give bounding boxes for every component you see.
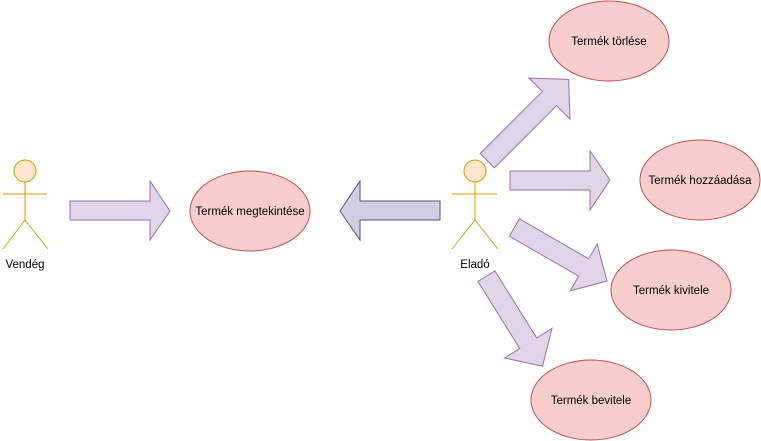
stick-figure-icon [451, 159, 499, 250]
usecase-label: Termék hozzáadása [649, 175, 753, 187]
usecase-label: Termék bevitele [551, 395, 632, 407]
usecase-ellipse [548, 0, 670, 82]
block-arrow [69, 179, 171, 242]
usecase-torlese[interactable]: Termék törlése [548, 0, 670, 82]
arrow-elado-to-bevitele [477, 270, 553, 367]
block-arrow [508, 218, 608, 292]
usecase-label: Termék törlése [571, 36, 646, 48]
usecase-kivitele[interactable]: Termék kivitele [610, 249, 732, 331]
actor-label: Eladó [460, 259, 489, 271]
block-arrow [339, 179, 441, 242]
block-arrow [479, 77, 571, 169]
usecase-megtekintese[interactable]: Termék megtekintése [189, 170, 311, 252]
stick-figure-icon [2, 159, 49, 250]
arrow-elado-to-megtekintese [339, 179, 441, 242]
actor-vendeg[interactable]: Vendég [2, 159, 49, 271]
arrow-elado-to-kivitele [508, 218, 608, 292]
usecase-ellipse [530, 359, 652, 441]
arrow-vendeg-to-megtekintese [69, 179, 171, 242]
actor-elado[interactable]: Eladó [451, 159, 499, 271]
usecase-label: Termék kivitele [633, 285, 709, 297]
usecase-hozzaadasa[interactable]: Termék hozzáadása [639, 139, 761, 221]
block-arrow [477, 270, 553, 367]
arrow-elado-to-hozzaadasa [509, 149, 611, 212]
usecase-ellipse [610, 249, 732, 331]
usecase-ellipse [189, 170, 311, 252]
arrow-elado-to-torlese [479, 77, 571, 169]
usecase-bevitele[interactable]: Termék bevitele [530, 359, 652, 441]
usecase-label: Termék megtekintése [195, 206, 304, 218]
actor-label: Vendég [5, 259, 44, 271]
usecase-ellipse [639, 139, 761, 221]
block-arrow [509, 149, 611, 212]
